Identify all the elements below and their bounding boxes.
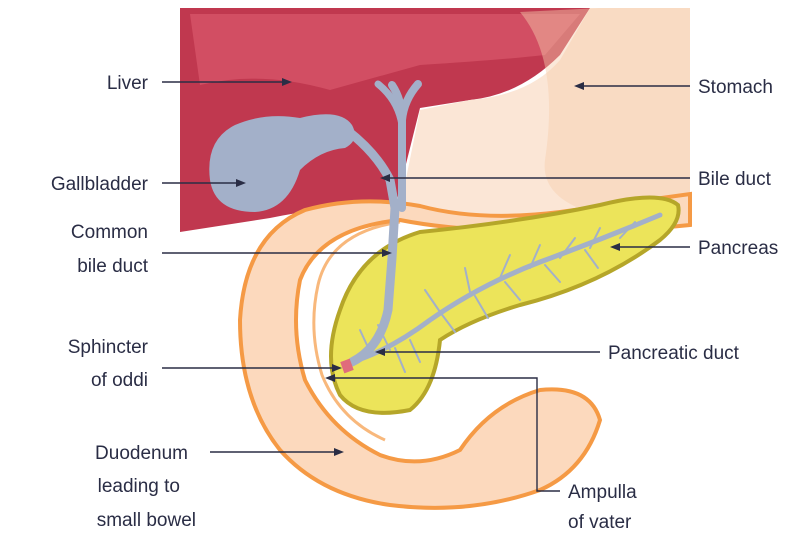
duodenum-label-line3: small bowel <box>97 510 196 531</box>
gallbladder-label: Gallbladder <box>51 174 149 195</box>
ampulla-label-line2: of vater <box>568 512 632 533</box>
sphincter-label-line2: of oddi <box>91 370 148 391</box>
pancreas-label: Pancreas <box>698 238 778 259</box>
sphincter-label-line1: Sphincter <box>68 337 149 358</box>
stomach-label: Stomach <box>698 77 773 98</box>
common-bile-duct-label-line2: bile duct <box>77 256 148 277</box>
duodenum-label-line1: Duodenum <box>95 443 188 464</box>
common-bile-duct-label-line1: Common <box>71 222 148 243</box>
duodenum-label-line2: leading to <box>98 476 180 497</box>
liver-label: Liver <box>107 73 149 94</box>
bile-duct-label: Bile duct <box>698 169 772 190</box>
pancreatic-duct-label: Pancreatic duct <box>608 343 740 364</box>
ampulla-arrowhead <box>325 374 335 382</box>
ampulla-label-line1: Ampulla <box>568 482 637 503</box>
